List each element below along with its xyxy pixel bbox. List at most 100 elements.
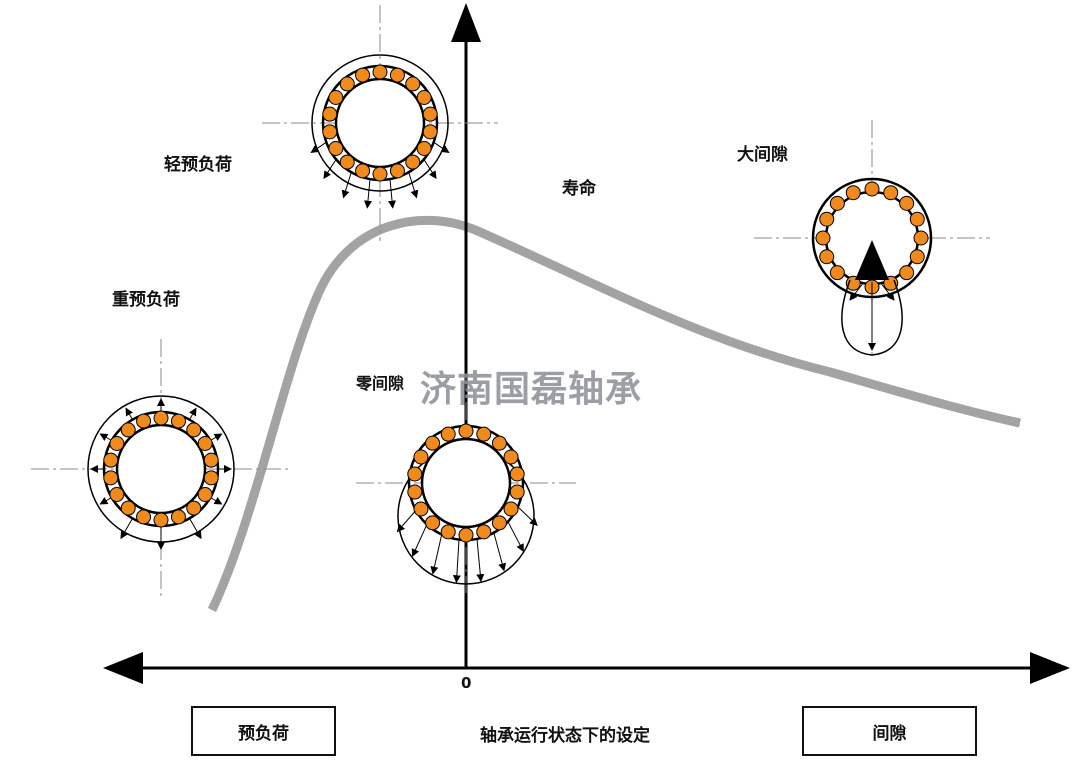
rolling-ball — [819, 249, 835, 265]
rolling-ball — [203, 470, 219, 486]
load-arrow — [99, 497, 112, 505]
rolling-ball — [322, 124, 338, 140]
rolling-ball — [322, 106, 338, 122]
rolling-ball — [425, 515, 441, 531]
zero-clearance-label: 零间隙 — [356, 374, 405, 393]
load-arrow — [388, 180, 397, 209]
rolling-ball — [136, 509, 152, 525]
rolling-ball — [186, 500, 202, 516]
load-arrow — [341, 173, 352, 199]
light-preload-label: 轻预负荷 — [164, 155, 232, 175]
heavy-preload-bearing — [31, 339, 291, 599]
load-zone-wedge — [855, 240, 889, 280]
inner-ring — [420, 437, 512, 529]
rolling-ball — [909, 249, 925, 265]
outer-ring — [311, 54, 449, 192]
watermark: 济南国磊轴承 — [420, 369, 643, 410]
rolling-ball — [203, 452, 219, 468]
load-arrow — [430, 535, 442, 575]
load-arrow — [120, 518, 133, 540]
rolling-ball — [425, 435, 441, 451]
load-arrow — [434, 142, 450, 153]
origin-label: 0 — [461, 674, 472, 692]
load-arrow — [323, 160, 336, 180]
rolling-ball — [153, 512, 169, 528]
rolling-ball — [120, 500, 136, 516]
load-arrow — [424, 160, 437, 180]
load-arrow — [396, 510, 416, 533]
clearance-box: 间隙 — [802, 706, 977, 756]
rolling-ball — [845, 185, 861, 201]
load-arrow — [452, 540, 461, 584]
zero-clearance-bearing — [356, 373, 576, 593]
rolling-ball — [476, 524, 492, 540]
large-clearance-bearing — [754, 120, 990, 356]
rolling-ball — [440, 524, 456, 540]
rolling-ball — [864, 181, 880, 197]
load-arrow — [849, 281, 865, 301]
rolling-ball — [355, 67, 371, 83]
rolling-ball — [829, 195, 845, 211]
load-arrow — [125, 407, 133, 420]
load-arrow — [363, 180, 372, 209]
life-label: 寿命 — [562, 179, 596, 199]
light-preload-bearing — [262, 5, 498, 241]
rolling-ball — [109, 436, 125, 451]
rolling-ball — [413, 501, 429, 517]
rolling-ball — [476, 426, 492, 442]
rolling-ball — [815, 230, 831, 246]
rolling-ball — [197, 487, 213, 502]
rolling-ball — [883, 185, 899, 201]
rolling-ball — [103, 452, 119, 468]
load-arrow — [518, 507, 538, 526]
rolling-ball — [372, 166, 388, 182]
rolling-ball — [170, 509, 186, 525]
rolling-ball — [153, 410, 169, 426]
preload-box: 预负荷 — [191, 706, 336, 756]
rolling-ball — [103, 470, 119, 486]
rolling-ball — [503, 449, 519, 465]
rolling-ball — [339, 76, 355, 92]
load-arrow — [210, 433, 223, 441]
rolling-ball — [422, 124, 438, 140]
rolling-ball — [120, 422, 136, 438]
x-axis-right-arrowhead — [1030, 652, 1070, 684]
rolling-ball — [503, 501, 519, 517]
x-axis-left-arrowhead — [103, 652, 143, 684]
load-arrow — [408, 173, 419, 199]
rolling-ball — [407, 466, 423, 482]
rolling-ball — [328, 90, 344, 105]
x-axis-caption: 轴承运行状态下的设定 — [480, 726, 650, 746]
rolling-ball — [509, 466, 525, 482]
load-arrow — [99, 433, 112, 441]
load-arrow — [411, 525, 427, 558]
large-clearance-label: 大间隙 — [737, 145, 788, 165]
rolling-ball — [458, 423, 474, 439]
heavy-preload-label: 重预负荷 — [112, 290, 180, 310]
rolling-ball — [372, 64, 388, 80]
rolling-ball — [413, 449, 429, 465]
rolling-ball — [819, 211, 835, 227]
load-arrow — [879, 281, 895, 301]
load-arrow — [493, 533, 507, 572]
rolling-ball — [899, 195, 915, 211]
load-arrow — [210, 497, 223, 505]
rolling-ball — [458, 527, 474, 543]
rolling-ball — [407, 484, 423, 500]
load-arrow — [476, 539, 485, 583]
inner-ring — [334, 77, 426, 169]
rolling-ball — [909, 211, 925, 227]
rolling-ball — [109, 487, 125, 502]
rolling-ball — [405, 76, 421, 92]
rolling-ball — [339, 154, 355, 170]
inner-ring — [115, 423, 207, 515]
rolling-ball — [829, 265, 845, 281]
load-arrow — [507, 522, 524, 553]
rolling-ball — [389, 163, 405, 179]
load-arrow — [189, 518, 202, 540]
rolling-ball — [355, 163, 371, 179]
rolling-ball — [197, 436, 213, 451]
rolling-ball — [186, 422, 202, 438]
clearance-envelope — [841, 279, 903, 356]
